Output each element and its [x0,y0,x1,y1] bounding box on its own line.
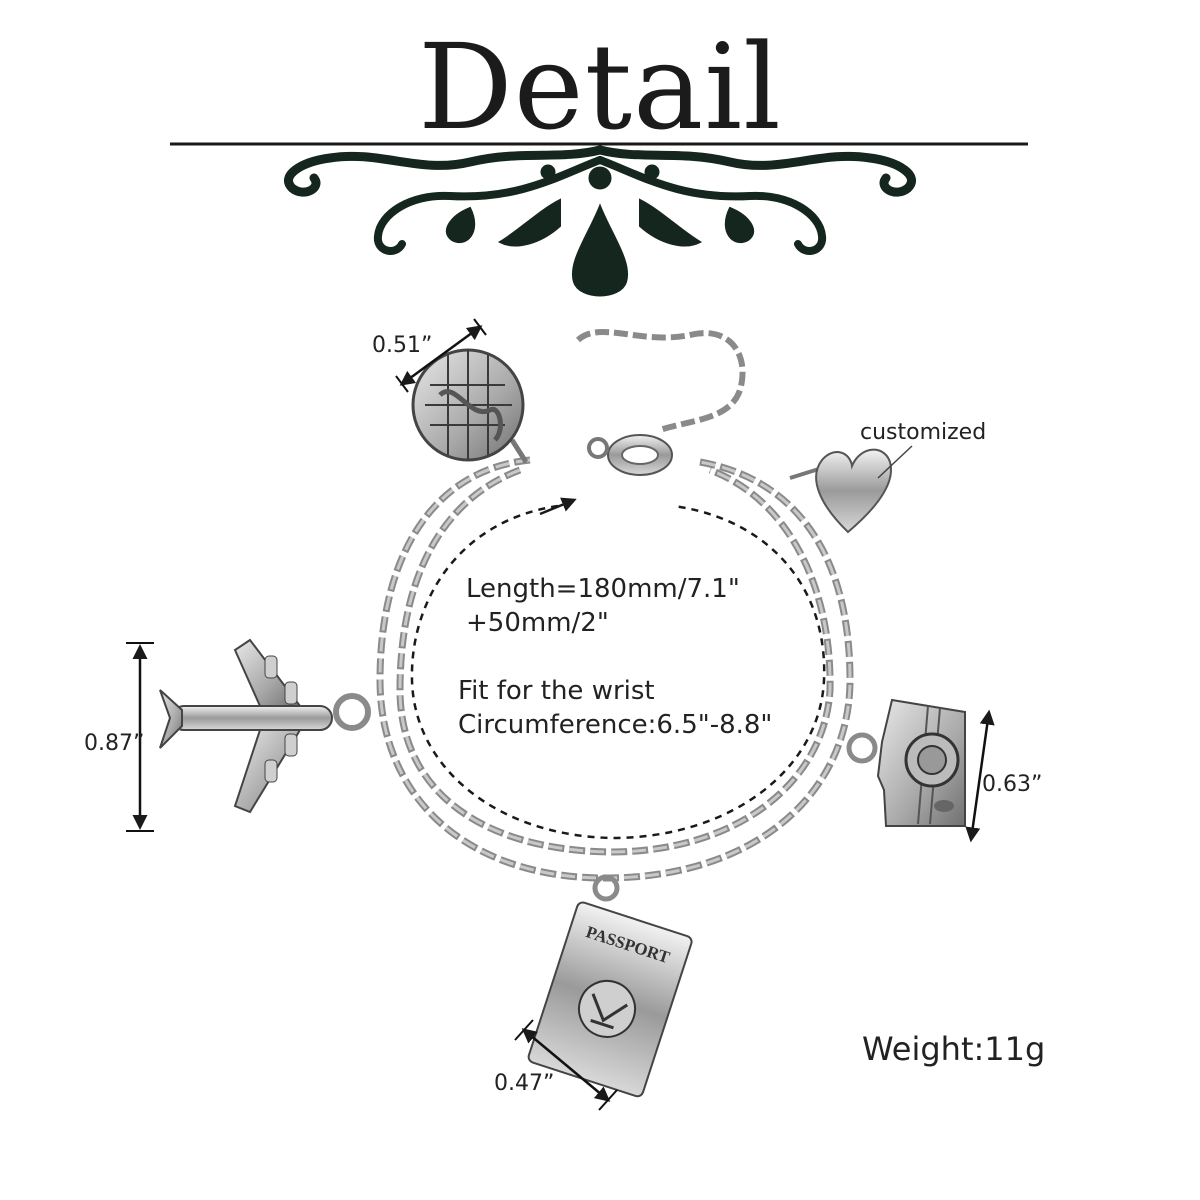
extension-chain [575,329,746,433]
passport-charm: PASSPORT [527,874,693,1098]
passport-dimension-arrow [521,1028,611,1102]
fit-spec: Fit for the wrist [458,676,655,706]
airplane-charm [159,638,371,814]
customized-leader [877,445,913,479]
flourish-ornament [284,145,916,297]
camera-charm [846,698,966,827]
heart-charm [789,448,892,534]
extension-spec: +50mm/2" [466,608,609,638]
chain [376,456,854,882]
lobster-clasp [587,434,673,476]
page-title: Detail [418,18,782,156]
circumference-spec: Circumference:6.5"-8.8" [458,710,773,740]
length-spec: Length=180mm/7.1" [466,574,740,604]
globe-dimension-arrow [399,325,483,386]
weight-spec: Weight:11g [862,1030,1046,1068]
camera-dimension-arrow [965,709,995,843]
circumference-guide [410,504,826,840]
passport-dimension-label: 0.47” [494,1071,555,1096]
circumference-arrow [539,497,577,516]
airplane-dimension-label: 0.87” [84,731,145,756]
customized-label: customized [860,420,987,445]
globe-dimension-label: 0.51” [372,333,433,358]
camera-dimension-label: 0.63” [982,772,1043,797]
globe-charm [411,348,529,464]
